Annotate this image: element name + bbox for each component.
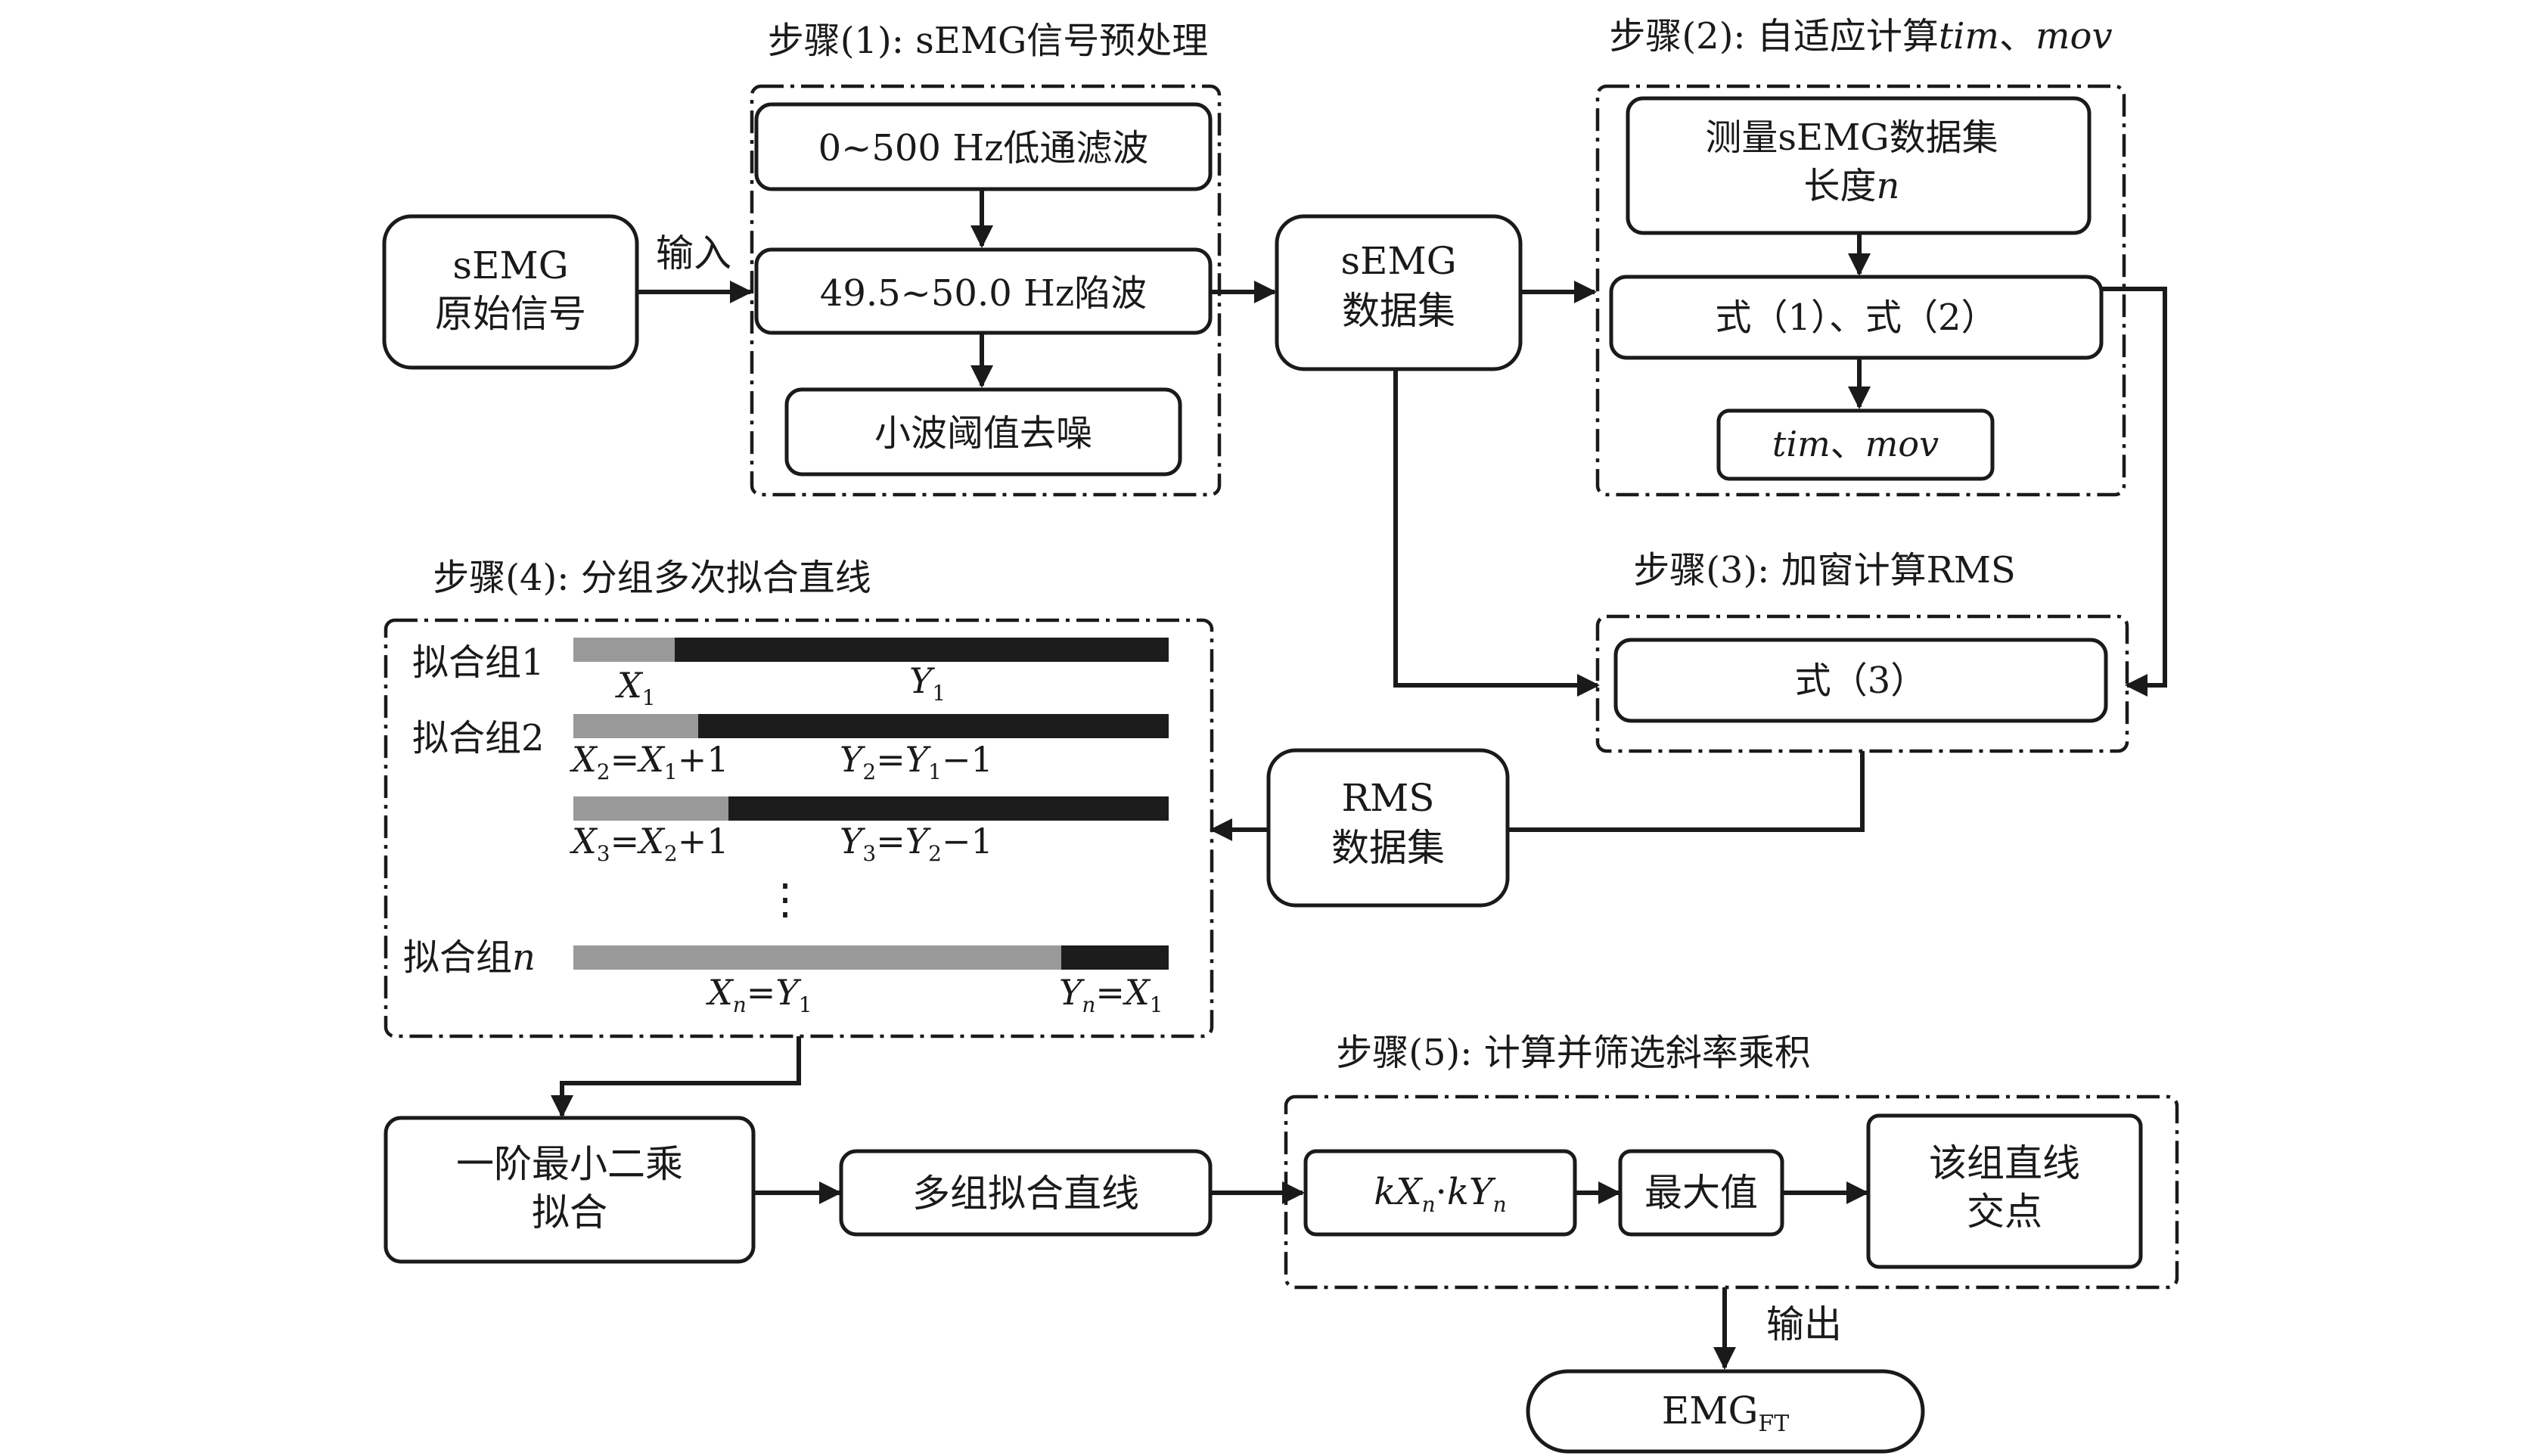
step2-title: 步骤(2): 自适应计算tim、mov xyxy=(1609,15,2112,57)
emg-ft-label: EMGFT xyxy=(1662,1389,1789,1437)
group1-label: 拟合组1 xyxy=(412,641,545,684)
measure-length-label-line1: 测量sEMG数据集 xyxy=(1705,116,1998,159)
barn-x-label: Xn=Y1 xyxy=(706,972,812,1017)
step1-frame xyxy=(750,84,1222,497)
max-value-box[interactable]: 最大值 xyxy=(1618,1149,1784,1237)
fit-bar-labels: X1 Y1 X2=X1+1 Y2=Y1−1 X3=X2+1 Y3=Y2−1 Xn… xyxy=(570,660,1163,1017)
fit-bar-3-x-segment xyxy=(573,796,728,821)
lowpass-filter-box[interactable]: 0~500 Hz低通滤波 xyxy=(754,102,1213,191)
fit-bar-n xyxy=(573,945,1169,970)
bar2-y-label: Y2=Y1−1 xyxy=(840,739,993,784)
slope-product-box[interactable]: kXn·kYn xyxy=(1303,1149,1577,1237)
least-squares-label-line2: 拟合 xyxy=(532,1191,607,1234)
notch-filter-label: 49.5~50.0 Hz陷波 xyxy=(820,272,1147,315)
semg-dataset-label-line2: 数据集 xyxy=(1342,289,1455,333)
fit-bar-2 xyxy=(573,714,1169,738)
bar1-y-label: Y1 xyxy=(909,660,946,706)
semg-dataset-box[interactable]: sEMG 数据集 xyxy=(1275,214,1523,371)
arrow-semg-dataset-to-formula3 xyxy=(1393,369,1600,697)
intersection-box[interactable]: 该组直线 交点 xyxy=(1866,1113,2143,1269)
fit-bar-n-x-segment xyxy=(573,945,1061,970)
intersection-label-line2: 交点 xyxy=(1967,1190,2042,1234)
wavelet-denoise-label: 小波阈值去噪 xyxy=(874,412,1092,455)
arrow-step4-to-lsq xyxy=(551,1036,801,1118)
fit-bar-1 xyxy=(573,638,1169,662)
least-squares-box[interactable]: 一阶最小二乘 拟合 xyxy=(384,1116,756,1264)
wavelet-denoise-box[interactable]: 小波阈值去噪 xyxy=(784,387,1182,477)
least-squares-label-line1: 一阶最小二乘 xyxy=(456,1142,683,1186)
bar3-x-label: X3=X2+1 xyxy=(570,821,729,866)
formula12-box[interactable]: 式（1）、式（2） xyxy=(1609,275,2104,360)
step4-frame xyxy=(384,618,1214,1038)
group2-label: 拟合组2 xyxy=(412,717,545,759)
bar2-x-label: X2=X1+1 xyxy=(570,739,729,784)
lowpass-filter-label: 0~500 Hz低通滤波 xyxy=(818,127,1149,169)
groupn-label: 拟合组n xyxy=(403,936,536,979)
groups-ellipsis: ⋮ xyxy=(764,875,806,924)
multi-lines-box[interactable]: 多组拟合直线 xyxy=(839,1149,1213,1237)
step3-frame xyxy=(1595,614,2129,753)
multi-lines-label: 多组拟合直线 xyxy=(912,1172,1139,1215)
step4-title: 步骤(4): 分组多次拟合直线 xyxy=(433,557,871,599)
measure-length-box[interactable]: 测量sEMG数据集 长度n xyxy=(1626,96,2092,235)
slope-product-label: kXn·kYn xyxy=(1374,1171,1506,1217)
rms-dataset-box[interactable]: RMS 数据集 xyxy=(1266,748,1510,908)
step5-frame xyxy=(1284,1094,2179,1290)
formula3-label: 式（3） xyxy=(1795,660,1927,702)
formula12-label: 式（1）、式（2） xyxy=(1715,296,1997,339)
bar3-y-label: Y3=Y2−1 xyxy=(840,821,993,866)
fit-bar-3 xyxy=(573,796,1169,821)
tim-mov-label: tim、mov xyxy=(1772,424,1939,464)
max-value-label: 最大值 xyxy=(1644,1171,1758,1215)
step3-title: 步骤(3): 加窗计算RMS xyxy=(1633,549,2016,591)
bar1-x-label: X1 xyxy=(615,665,656,710)
step1-title: 步骤(1): sEMG信号预处理 xyxy=(768,20,1209,62)
arrow-step3-to-rms-dataset xyxy=(1508,751,1865,832)
output-label: 输出 xyxy=(1766,1302,1842,1346)
step5-title: 步骤(5): 计算并筛选斜率乘积 xyxy=(1336,1032,1810,1074)
raw-signal-label-line2: 原始信号 xyxy=(435,292,586,336)
formula3-box[interactable]: 式（3） xyxy=(1613,638,2108,723)
raw-signal-box[interactable]: sEMG 原始信号 xyxy=(382,214,639,370)
rms-dataset-label-line1: RMS xyxy=(1341,776,1434,820)
fit-bar-2-x-segment xyxy=(573,714,698,738)
input-label: 输入 xyxy=(656,231,731,275)
intersection-label-line1: 该组直线 xyxy=(1929,1141,2080,1185)
rms-dataset-label-line2: 数据集 xyxy=(1331,826,1445,870)
arrow-formula12-to-formula3 xyxy=(2101,287,2167,697)
semg-dataset-label-line1: sEMG xyxy=(1340,239,1456,283)
notch-filter-box[interactable]: 49.5~50.0 Hz陷波 xyxy=(754,247,1213,335)
tim-mov-box[interactable]: tim、mov xyxy=(1716,408,1995,481)
barn-y-label: Yn=X1 xyxy=(1059,972,1163,1017)
fit-bar-1-x-segment xyxy=(573,638,675,662)
raw-signal-label-line1: sEMG xyxy=(452,244,568,287)
emg-ft-box[interactable]: EMGFT xyxy=(1526,1369,1925,1454)
measure-length-label-line2: 长度n xyxy=(1804,165,1900,207)
step2-frame xyxy=(1595,84,2126,497)
